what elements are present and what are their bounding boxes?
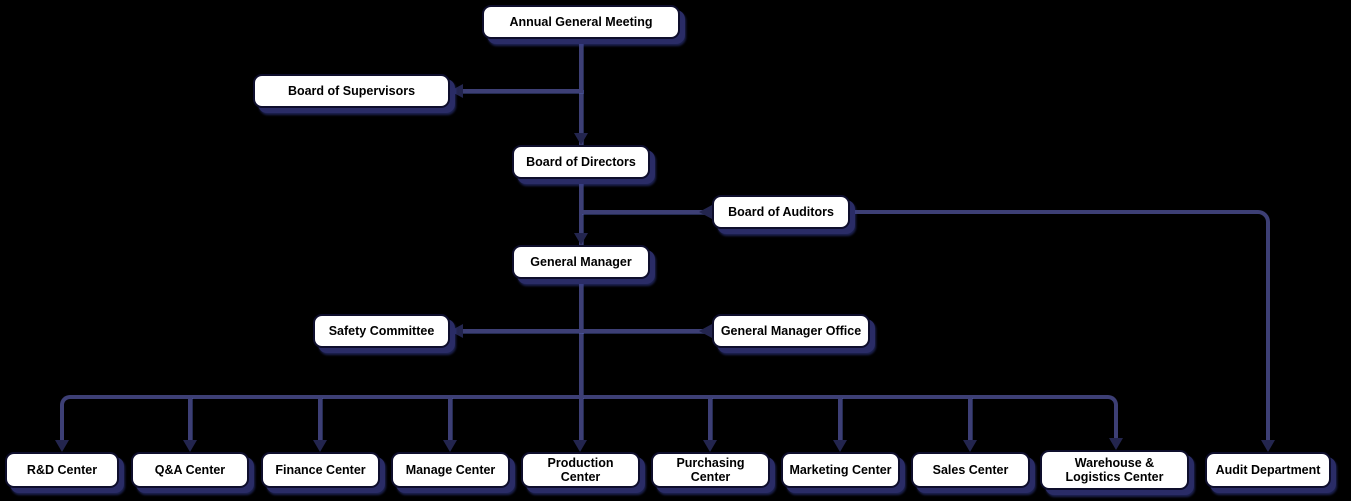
node-annual-general-meeting[interactable]: Annual General Meeting	[482, 5, 680, 39]
node-board-of-auditors[interactable]: Board of Auditors	[712, 195, 850, 229]
node-label: Q&A Center	[154, 463, 226, 477]
connector-branch-auditors	[581, 210, 712, 214]
arrow-into-qa	[183, 440, 197, 452]
node-label: Board of Auditors	[728, 205, 834, 219]
arrow-into-sales	[963, 440, 977, 452]
node-general-manager-office[interactable]: General Manager Office	[712, 314, 870, 348]
node-rd-center[interactable]: R&D Center	[5, 452, 119, 488]
connector-distribution-bar	[60, 395, 1118, 443]
arrow-into-marketing	[833, 440, 847, 452]
arrow-into-directors	[574, 133, 588, 145]
arrow-at-auditors	[699, 205, 712, 219]
node-board-of-directors[interactable]: Board of Directors	[512, 145, 650, 179]
arrow-into-rd	[55, 440, 69, 452]
node-sales-center[interactable]: Sales Center	[911, 452, 1030, 488]
node-qa-center[interactable]: Q&A Center	[131, 452, 249, 488]
node-general-manager[interactable]: General Manager	[512, 245, 650, 279]
node-label: R&D Center	[26, 463, 98, 477]
arrow-into-audit	[1261, 440, 1275, 452]
node-label: Purchasing Center	[676, 456, 745, 484]
node-label: Sales Center	[932, 463, 1009, 477]
connector-gm-to-bar	[579, 279, 583, 397]
connector-drop-manage	[448, 397, 452, 443]
arrow-into-finance	[313, 440, 327, 452]
connector-drop-purchasing	[708, 397, 712, 443]
node-label: Finance Center	[275, 463, 366, 477]
connector-drop-marketing	[838, 397, 842, 443]
node-label: Board of Supervisors	[287, 84, 416, 98]
connector-branch-gm-office	[581, 329, 712, 333]
node-manage-center[interactable]: Manage Center	[391, 452, 510, 488]
arrow-at-supervisors	[450, 84, 463, 98]
node-marketing-center[interactable]: Marketing Center	[781, 452, 900, 488]
connector-drop-finance	[318, 397, 322, 443]
node-finance-center[interactable]: Finance Center	[261, 452, 380, 488]
node-production-center[interactable]: Production Center	[521, 452, 640, 488]
connector-auditors-to-audit	[850, 210, 1270, 443]
node-label: Manage Center	[405, 463, 496, 477]
arrow-at-gm-office	[699, 324, 712, 338]
arrow-into-manage	[443, 440, 457, 452]
node-label: Audit Department	[1215, 463, 1321, 477]
node-label: Warehouse & Logistics Center	[1065, 456, 1164, 484]
arrow-into-production	[573, 440, 587, 452]
node-label: Marketing Center	[789, 463, 892, 477]
node-label: Production Center	[547, 456, 614, 484]
connector-branch-supervisors	[450, 89, 583, 93]
node-safety-committee[interactable]: Safety Committee	[313, 314, 450, 348]
node-board-of-supervisors[interactable]: Board of Supervisors	[253, 74, 450, 108]
node-purchasing-center[interactable]: Purchasing Center	[651, 452, 770, 488]
arrow-into-warehouse	[1109, 438, 1123, 450]
arrow-into-purchasing	[703, 440, 717, 452]
arrow-into-gm	[574, 233, 588, 245]
connector-drop-qa	[188, 397, 192, 443]
arrow-at-safety	[450, 324, 463, 338]
node-label: General Manager	[530, 255, 632, 269]
connector-drop-production	[579, 397, 583, 443]
node-label: Safety Committee	[328, 324, 435, 338]
node-audit-department[interactable]: Audit Department	[1205, 452, 1331, 488]
connector-branch-safety	[450, 329, 583, 333]
node-warehouse-logistics-center[interactable]: Warehouse & Logistics Center	[1040, 450, 1189, 490]
node-label: General Manager Office	[720, 324, 862, 338]
connector-drop-sales	[968, 397, 972, 443]
node-label: Annual General Meeting	[509, 15, 653, 29]
node-label: Board of Directors	[526, 155, 636, 169]
